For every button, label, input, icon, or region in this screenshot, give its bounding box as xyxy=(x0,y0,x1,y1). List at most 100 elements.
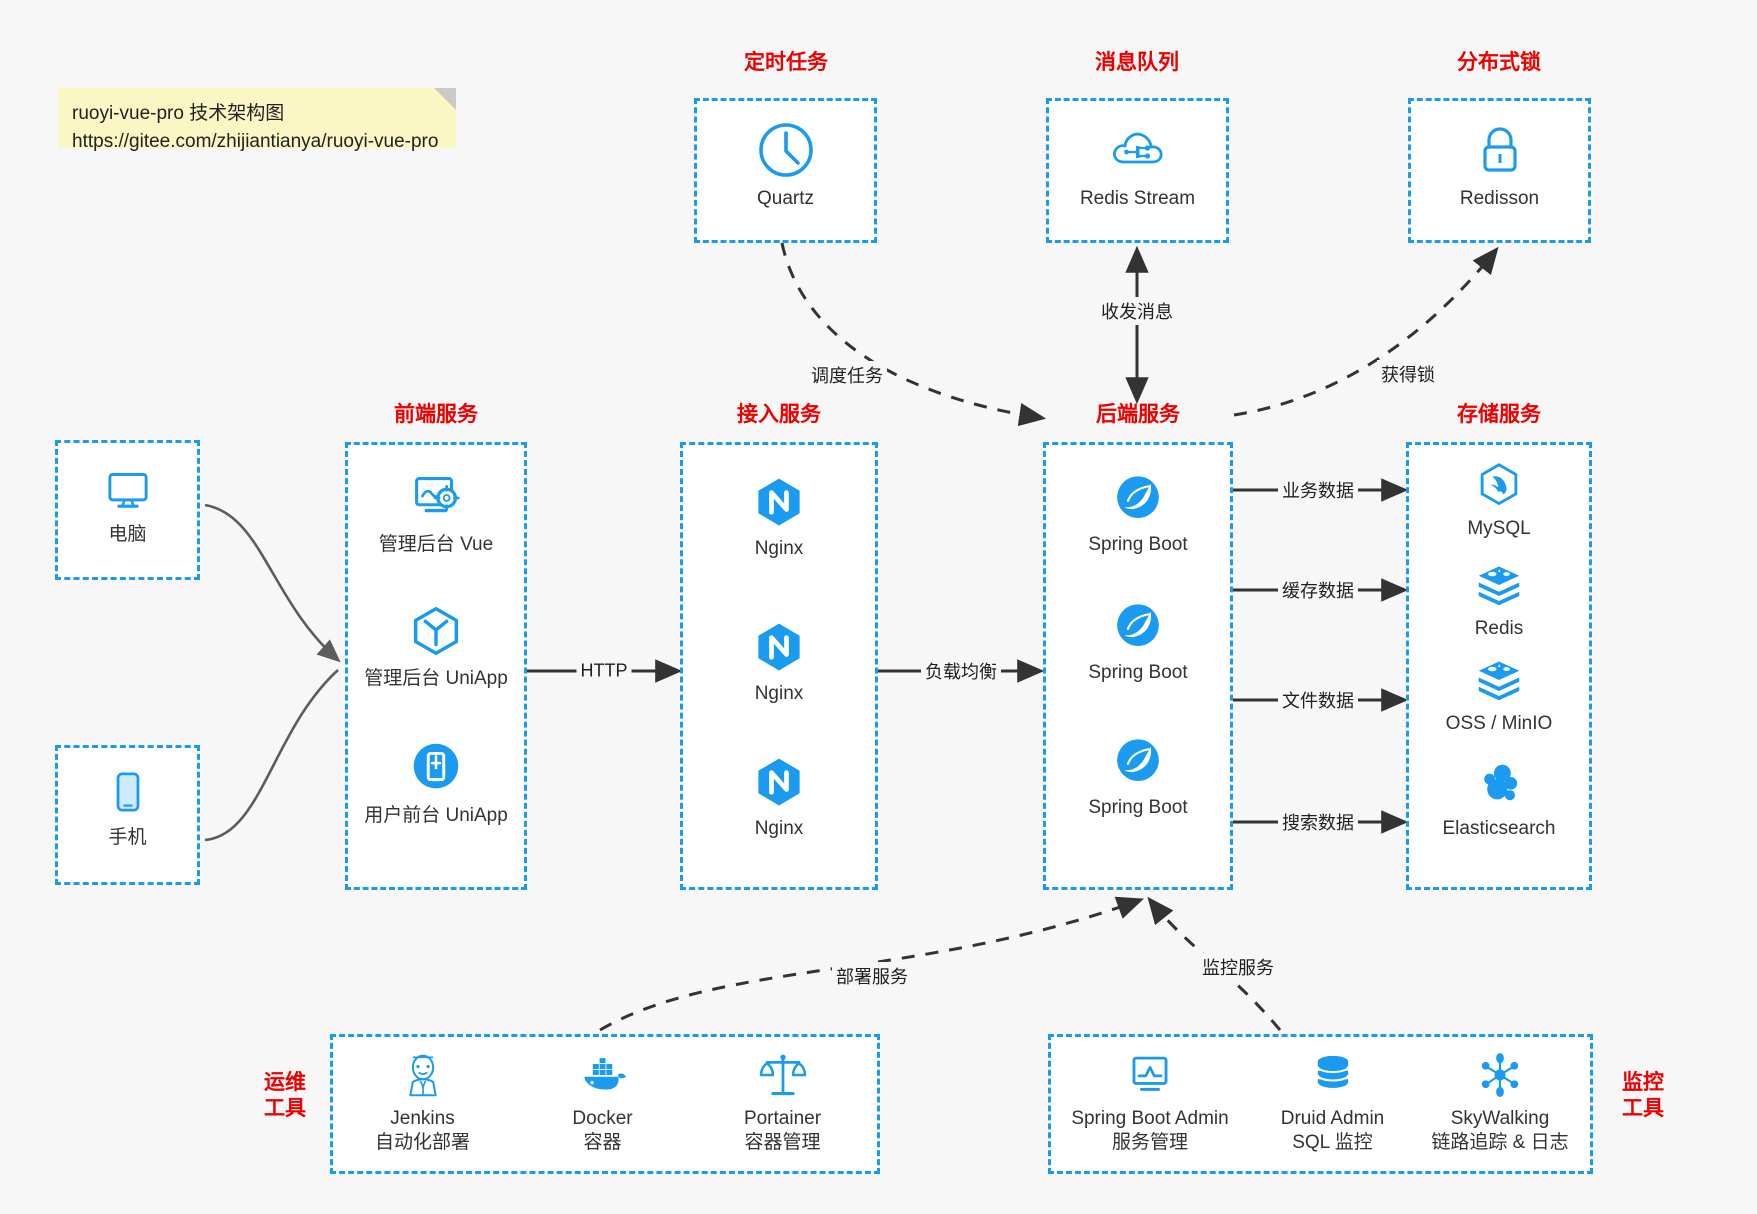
nginx-hexagon-icon xyxy=(758,623,800,671)
node-label: Elasticsearch xyxy=(1442,818,1556,839)
node-label: Spring Boot xyxy=(1088,662,1188,683)
node-jenkins[interactable]: Jenkins 自动化部署 xyxy=(340,1048,505,1156)
edge-label-acquire-lock: 获得锁 xyxy=(1377,360,1439,388)
node-admin-uniapp[interactable]: 管理后台 UniApp xyxy=(345,600,527,691)
group-title-monitoring-line2: 工具 xyxy=(1622,1097,1664,1121)
node-spring-boot-2[interactable]: Spring Boot xyxy=(1043,598,1233,685)
group-box-message-queue xyxy=(1046,98,1229,243)
padlock-icon xyxy=(1482,127,1517,172)
node-label: MySQL xyxy=(1467,518,1531,539)
group-title-storage: 存储服务 xyxy=(1457,403,1541,426)
sticky-note: ruoyi-vue-pro 技术架构图 https://gitee.com/zh… xyxy=(58,88,456,152)
node-oss-minio[interactable]: OSS / MinIO xyxy=(1406,653,1592,736)
node-redisson[interactable]: Redisson xyxy=(1408,118,1591,211)
desktop-monitor-icon xyxy=(107,473,148,508)
node-admin-vue[interactable]: 管理后台 Vue xyxy=(345,466,527,557)
edge-label-schedule-task: 调度任务 xyxy=(807,361,887,389)
group-title-distributed-lock: 分布式锁 xyxy=(1457,51,1541,74)
group-title-monitoring-line1: 监控 xyxy=(1622,1071,1664,1094)
node-label: Redis xyxy=(1474,618,1524,639)
node-label: 管理后台 Vue xyxy=(378,534,494,555)
group-title-devops-line1: 运维 xyxy=(264,1071,306,1094)
mobile-phone-icon xyxy=(116,772,139,812)
node-label: Redis Stream xyxy=(1079,188,1196,209)
node-mysql[interactable]: MySQL xyxy=(1406,458,1592,541)
node-spring-boot-admin[interactable]: Spring Boot Admin 服务管理 xyxy=(1055,1048,1245,1156)
node-nginx-3[interactable]: Nginx xyxy=(680,752,878,841)
note-line-2: https://gitee.com/zhijiantianya/ruoyi-vu… xyxy=(72,130,439,152)
jenkins-butler-icon xyxy=(408,1054,437,1097)
node-nginx-2[interactable]: Nginx xyxy=(680,617,878,706)
edge-label-load-balance: 负载均衡 xyxy=(921,657,1001,685)
node-label: 电脑 xyxy=(108,524,147,545)
hexagon-y-icon xyxy=(413,606,459,656)
node-label: Nginx xyxy=(754,538,804,559)
monitor-gear-icon xyxy=(415,477,460,513)
group-title-frontend: 前端服务 xyxy=(394,403,478,426)
spring-boot-leaf-icon xyxy=(1117,739,1159,782)
node-sublabel: 容器 xyxy=(583,1132,622,1154)
redis-stack-icon xyxy=(1478,566,1520,606)
node-label: Spring Boot xyxy=(1088,534,1188,555)
cloud-network-icon xyxy=(1112,132,1163,164)
node-quartz[interactable]: Quartz xyxy=(694,118,877,211)
node-label: Spring Boot Admin xyxy=(1071,1108,1229,1129)
node-druid-admin[interactable]: Druid Admin SQL 监控 xyxy=(1250,1048,1415,1156)
edge-schedule-task xyxy=(780,242,1047,427)
docker-whale-icon xyxy=(583,1058,626,1090)
node-mobile[interactable]: 手机 xyxy=(55,763,200,850)
edge-label-send-receive-message: 收发消息 xyxy=(1097,297,1177,325)
node-portainer[interactable]: Portainer 容器管理 xyxy=(700,1048,865,1156)
clock-icon xyxy=(758,123,813,177)
nginx-hexagon-icon xyxy=(758,758,800,806)
node-label: 管理后台 UniApp xyxy=(364,668,508,689)
node-redis[interactable]: Redis xyxy=(1406,558,1592,641)
node-desktop[interactable]: 电脑 xyxy=(55,460,200,547)
edge-label-deploy-service: 部署服务 xyxy=(832,962,912,990)
node-skywalking[interactable]: SkyWalking 链路追踪 & 日志 xyxy=(1410,1048,1590,1156)
node-elasticsearch[interactable]: Elasticsearch xyxy=(1406,758,1592,841)
group-box-scheduled-task xyxy=(694,98,877,243)
edge-label-http: HTTP xyxy=(576,659,632,683)
client-connectors xyxy=(204,503,341,842)
group-title-backend: 后端服务 xyxy=(1096,403,1180,426)
node-sublabel: 链路追踪 & 日志 xyxy=(1431,1132,1569,1154)
database-cylinder-icon xyxy=(1316,1056,1349,1090)
network-star-icon xyxy=(1481,1053,1519,1097)
edge-label-search-data: 搜索数据 xyxy=(1278,808,1358,836)
elasticsearch-cluster-icon xyxy=(1484,764,1518,801)
node-label: 手机 xyxy=(108,827,147,848)
node-label: Docker xyxy=(572,1108,633,1129)
note-fold-corner xyxy=(434,88,456,110)
node-label: Spring Boot xyxy=(1088,797,1188,818)
group-title-gateway: 接入服务 xyxy=(737,403,821,426)
node-label: 用户前台 UniApp xyxy=(364,805,508,826)
group-box-client-mobile xyxy=(55,745,200,885)
edge-label-file-data: 文件数据 xyxy=(1278,686,1358,714)
node-spring-boot-1[interactable]: Spring Boot xyxy=(1043,470,1233,557)
nginx-hexagon-icon xyxy=(758,478,800,526)
node-docker[interactable]: Docker 容器 xyxy=(520,1048,685,1156)
note-line-1: ruoyi-vue-pro 技术架构图 xyxy=(72,103,285,124)
node-user-uniapp[interactable]: 用户前台 UniApp xyxy=(345,737,527,828)
node-sublabel: 自动化部署 xyxy=(374,1132,470,1154)
group-title-devops: 运维 工具 xyxy=(250,1070,320,1123)
mysql-dolphin-icon xyxy=(1480,463,1518,505)
group-title-message-queue: 消息队列 xyxy=(1095,51,1179,74)
node-label: Nginx xyxy=(754,818,804,839)
node-label: Nginx xyxy=(754,683,804,704)
object-storage-stack-icon xyxy=(1478,661,1520,701)
node-redis-stream[interactable]: Redis Stream xyxy=(1046,118,1229,211)
node-label: Druid Admin xyxy=(1280,1108,1385,1129)
scales-balance-icon xyxy=(759,1054,806,1096)
group-title-scheduled-task: 定时任务 xyxy=(744,51,828,74)
node-nginx-1[interactable]: Nginx xyxy=(680,472,878,561)
node-sublabel: 容器管理 xyxy=(744,1132,821,1154)
spring-boot-leaf-icon xyxy=(1117,604,1159,647)
group-title-monitoring: 监控 工具 xyxy=(1608,1070,1678,1123)
node-spring-boot-3[interactable]: Spring Boot xyxy=(1043,733,1233,820)
edge-label-monitor-service: 监控服务 xyxy=(1198,953,1278,981)
group-box-client-desktop xyxy=(55,440,200,580)
node-sublabel: SQL 监控 xyxy=(1292,1132,1373,1154)
